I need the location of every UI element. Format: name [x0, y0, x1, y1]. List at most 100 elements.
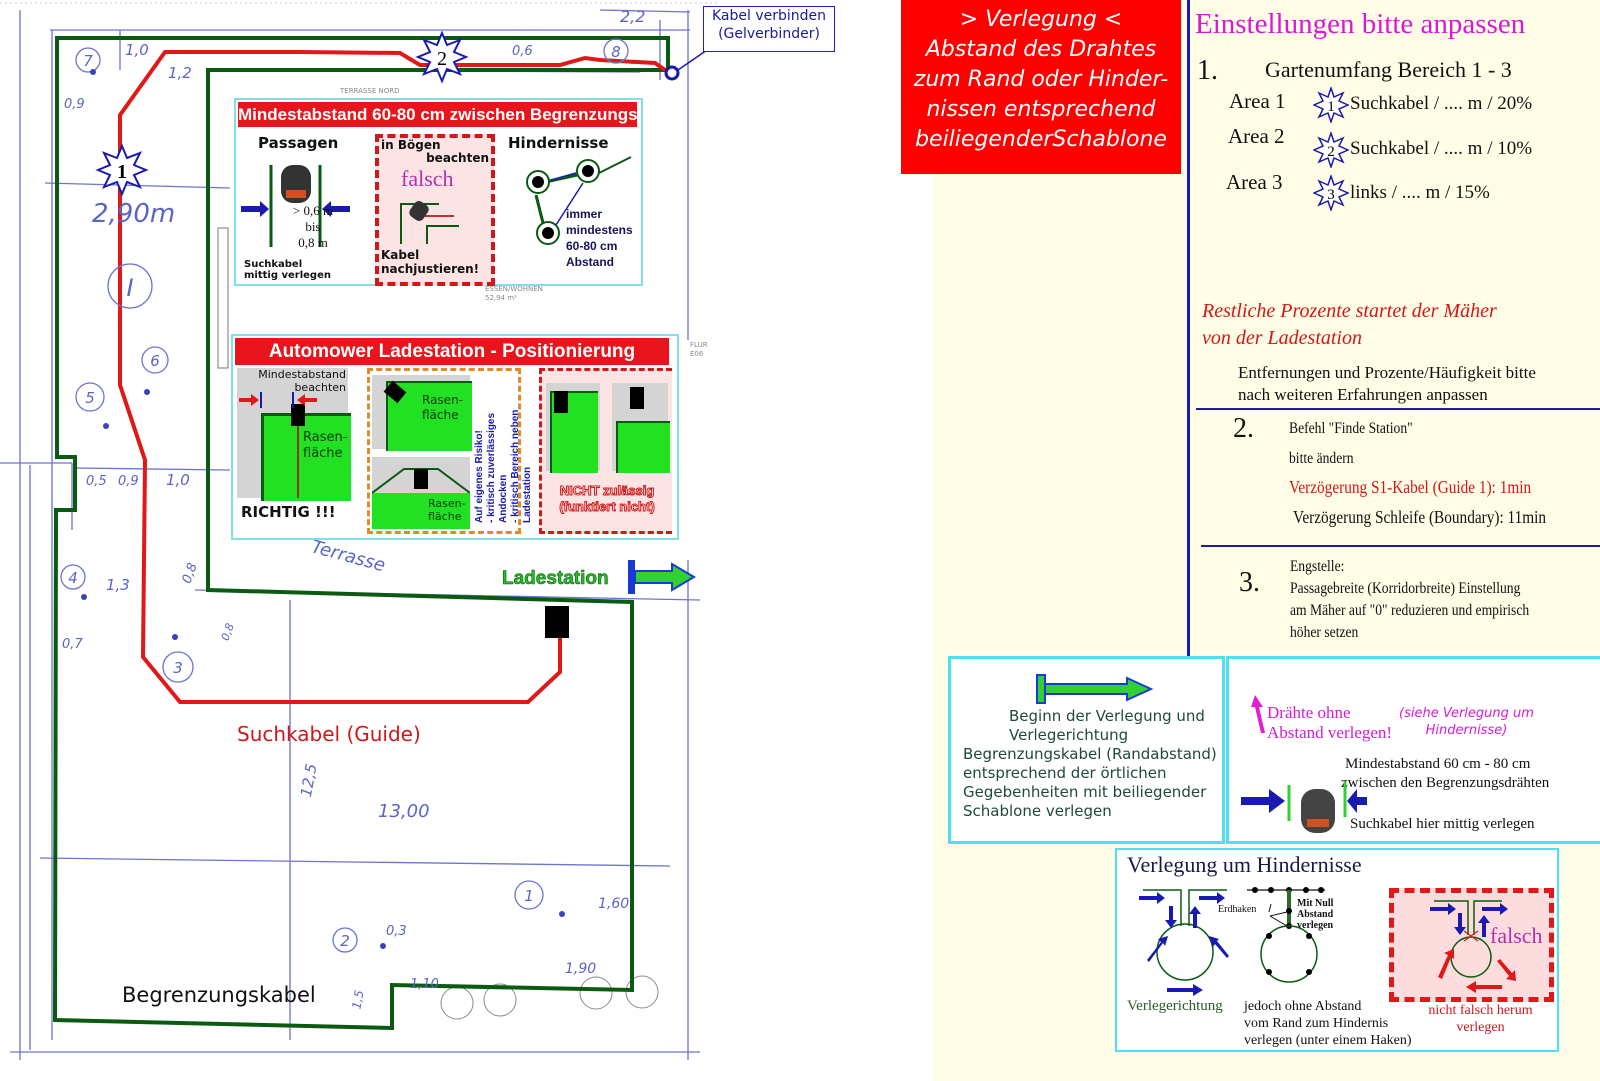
risky-lawn-4: fläche	[428, 510, 462, 523]
distance-panel-title: Mindestabstand 60-80 cm zwischen Begrenz…	[238, 102, 637, 127]
obstacle-direction-label: Verlegerichtung	[1127, 998, 1223, 1014]
section-1-number: 1.	[1197, 55, 1218, 86]
start-arrow-icon	[1036, 674, 1154, 704]
charging-station-icon	[545, 606, 569, 638]
obstacles-heading: Hindernisse	[508, 134, 609, 152]
tree-label-6: 6	[150, 352, 160, 370]
guide-wire-label: Suchkabel (Guide)	[237, 722, 421, 746]
hook-loop-diagram	[1247, 887, 1325, 983]
terrace-label: TERRASSE NORD	[339, 87, 399, 95]
section-3-line-3: am Mäher auf "0" reduzieren und empirisc…	[1290, 602, 1530, 619]
adjust-line-2: nach weiteren Erfahrungen anpassen	[1238, 385, 1488, 404]
curves-line-1: in Bögen	[381, 138, 441, 152]
section-divider-2	[1201, 545, 1600, 547]
rest-percent-line-1: Restliche Prozente startet der Mäher	[1202, 300, 1497, 322]
section-1-heading: Gartenumfang Bereich 1 - 3	[1265, 57, 1512, 82]
ladestation-label: Ladestation	[502, 568, 609, 589]
measure-0-7: 0,7	[62, 637, 83, 652]
rest-percent-line-2: von der Ladestation	[1202, 327, 1362, 349]
obstacle-distance-diagram	[526, 156, 632, 245]
zero-distance-2: Abstand	[1297, 909, 1334, 920]
section-2-delay-boundary: Verzögerung Schleife (Boundary): 11min	[1293, 507, 1547, 527]
passagen-heading: Passagen	[258, 134, 339, 152]
wrong-loop-example: falsch	[1389, 888, 1554, 1002]
correct-loop-diagram	[1139, 889, 1229, 996]
star-area-1-num: 1	[1327, 99, 1335, 115]
start-line-3: Begrenzungskabel (Randabstand)	[963, 745, 1217, 763]
measure-0-9: 0,9	[64, 97, 85, 112]
wrong-loop-diagram	[1430, 900, 1516, 993]
arrow-right-icon	[241, 201, 269, 217]
measure-0-6: 0,6	[512, 44, 533, 59]
zone-circle	[107, 263, 153, 309]
curves-line-2: beachten	[426, 151, 489, 165]
lawn-area	[261, 413, 351, 501]
tree-label-8: 8	[611, 43, 621, 61]
pink-arrow-icon	[1251, 695, 1265, 733]
section-3-number: 3.	[1239, 567, 1260, 598]
measure-1-3: 1,3	[106, 576, 130, 594]
passage-range-2: bis	[305, 219, 321, 234]
section-2-line-2: bitte ändern	[1289, 450, 1354, 467]
spacing-pink-1: Drähte ohne	[1267, 703, 1351, 722]
start-line-4: entsprechend der örtlichen	[963, 764, 1167, 782]
arrow-right-icon	[1241, 789, 1285, 813]
invalid-example: NICHT zulässig (funktiert nicht)	[539, 368, 672, 534]
wrong-note-1: nicht falsch herum	[1428, 1003, 1533, 1018]
star-1-label: 1	[117, 161, 127, 183]
tree-markers	[60, 38, 629, 953]
section-2-number: 2.	[1233, 413, 1254, 444]
cable-connect-callout: Kabel verbinden (Gelverbinder)	[703, 6, 835, 52]
spacing-box: Drähte ohne Abstand verlegen! (siehe Ver…	[1226, 656, 1600, 844]
start-line-6: Schablone verlegen	[963, 802, 1112, 820]
adjust-line-1: Entfernungen und Prozente/Häufigkeit bit…	[1238, 363, 1536, 382]
measure-1-60: 1,60	[598, 896, 629, 912]
correct-hint-2: beachten	[294, 381, 346, 394]
passage-note-2: mittig verlegen	[244, 270, 331, 281]
distance-panel: Mindestabstand 60-80 cm zwischen Begrenz…	[234, 98, 643, 286]
start-laying-box: Beginn der Verlegung und Verlegerichtung…	[948, 656, 1225, 844]
laying-banner-line-2: Abstand des Drahtes	[925, 37, 1157, 62]
curve-diagram	[400, 201, 459, 244]
obstacle-note-2: vom Rand zum Hindernis	[1244, 1016, 1389, 1031]
settings-title: Einstellungen bitte anpassen	[1195, 8, 1526, 40]
boundary-wire	[52, 36, 670, 1031]
measure-13-00: 13,00	[378, 801, 430, 822]
laying-banner-line-4: nissen entsprechend	[926, 97, 1156, 122]
area-2-label: Area 2	[1228, 124, 1285, 148]
measure-0-8b: 0,8	[219, 622, 237, 643]
star-icon-area-2: 2	[1313, 132, 1349, 168]
curves-box: in Bögen beachten falsch Kabel nachjusti…	[375, 134, 495, 286]
arrow-left-icon	[322, 201, 350, 217]
flur-code: E06	[690, 350, 704, 358]
start-line-5: Gegebenheiten mit beiliegender	[963, 783, 1207, 801]
passage-range-1: > 0,6 m	[292, 203, 334, 218]
section-2-line-1: Befehl "Finde Station"	[1289, 420, 1413, 437]
spacing-min-1: Mindestabstand 60 cm - 80 cm	[1345, 756, 1531, 772]
laying-banner: > Verlegung < Abstand des Drahtes zum Ra…	[901, 0, 1181, 174]
tree-label-1: 1	[524, 887, 534, 905]
obstacle-box: Verlegung um Hindernisse Erdh	[1115, 848, 1559, 1052]
curves-fix-2: nachjustieren!	[381, 262, 480, 276]
correct-lawn-1: Rasen-	[303, 430, 348, 445]
wall-hatch	[217, 227, 229, 369]
area-1-label: Area 1	[1229, 89, 1286, 113]
area-2-text: Suchkabel / .... m / 10%	[1350, 138, 1533, 159]
section-3-line-1: Engstelle:	[1290, 558, 1345, 575]
min-distance-arrows	[239, 392, 317, 408]
star-2-label: 2	[437, 48, 447, 70]
risky-lawn-2: fläche	[422, 408, 459, 422]
measure-1-10: 1,10	[410, 977, 439, 992]
measure-1-0-top: 1,0	[125, 41, 149, 59]
station-panel-title: Automower Ladestation - Positionierung	[235, 338, 669, 365]
settings-divider	[1187, 0, 1190, 660]
measure-2-90: 2,90m	[92, 199, 175, 229]
correct-lawn-2: fläche	[303, 446, 343, 461]
spacing-min-2: zwischen den Begrenzungsdrähten	[1341, 775, 1550, 791]
flur-label: FLUR	[690, 341, 708, 349]
measure-0-8: 0,8	[180, 561, 201, 586]
plan-drawing: 1 2 2,2 1,0 1,2 0,6 0,9 2,90m 0,5 0,9 1,…	[0, 2, 720, 1060]
callout-line-1: Kabel verbinden	[711, 8, 827, 24]
section-divider-1	[1196, 408, 1600, 410]
obstacles-note-3: 60-80 cm	[566, 239, 618, 253]
